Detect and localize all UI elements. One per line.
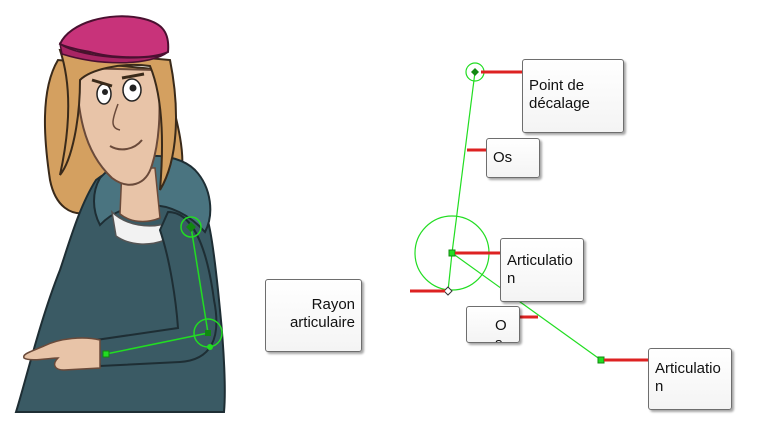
character-pupil-left — [102, 89, 108, 95]
character-cap-brim — [58, 42, 169, 64]
character-mouth — [109, 139, 143, 151]
label-articulation-mid-text: Articulatio n — [507, 252, 573, 287]
character-sleeve — [94, 210, 218, 368]
label-articulation-end-text: Articulatio n — [655, 360, 721, 395]
offset-point-marker — [471, 68, 479, 76]
shoulder-offset-point — [186, 222, 196, 232]
wrist-joint — [102, 350, 110, 358]
label-os-top-text: Os — [493, 149, 513, 166]
label-rayon-text: Rayon articulaire — [289, 296, 355, 331]
character-eyebrow-left — [91, 78, 113, 88]
label-os-bottom-text: Os — [495, 317, 507, 342]
label-articulation-mid: Articulatio n — [500, 238, 584, 302]
pointer-lines — [410, 70, 648, 362]
character-skeleton — [102, 216, 223, 358]
character-nose — [112, 103, 121, 131]
label-rayon-articulaire: Rayon articulaire — [265, 279, 362, 352]
character-illustration — [14, 15, 226, 413]
character-hair-front — [58, 48, 177, 191]
joint-marker-end — [597, 356, 605, 364]
label-os-bottom: Os — [466, 306, 520, 343]
character-eyebrow-right — [121, 72, 145, 80]
shoulder-joint-radius — [180, 216, 202, 238]
elbow-joint — [205, 330, 211, 336]
label-point-text: Point de décalage — [529, 77, 590, 112]
character-hand — [22, 337, 101, 371]
joint-marker-mid — [448, 249, 456, 257]
elbow-handle — [207, 344, 213, 350]
label-os-top: Os — [486, 138, 540, 178]
label-point-de-decalage: Point de décalage — [522, 59, 624, 133]
label-articulation-end: Articulatio n — [648, 348, 732, 410]
character-pupil-right — [129, 84, 137, 92]
radius-handle-marker — [443, 286, 453, 296]
